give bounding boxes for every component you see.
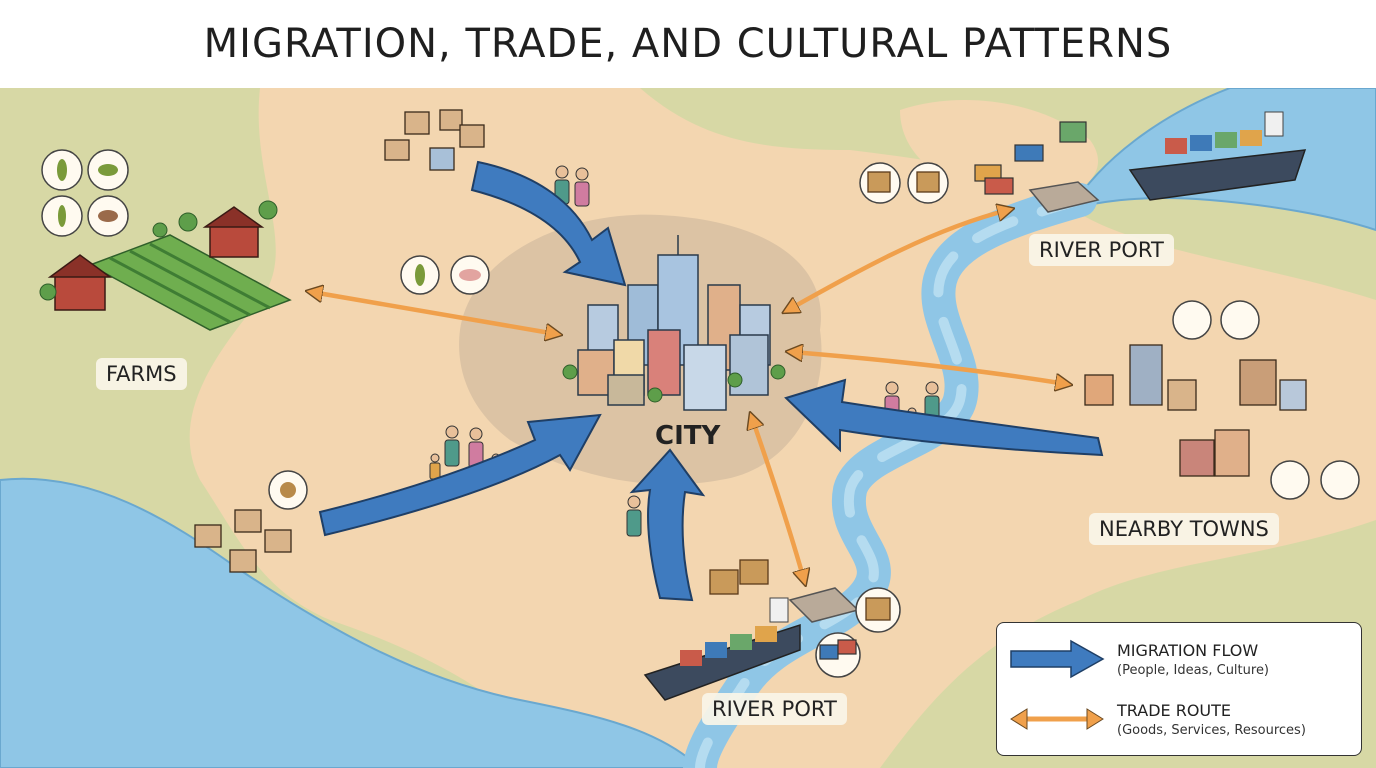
tree-cluster-icon [39, 200, 278, 301]
trade-route-port-bottom [752, 418, 804, 580]
legend-migration-title: MIGRATION FLOW [1117, 640, 1259, 660]
legend-trade: TRADE ROUTE (Goods, Services, Resources) [1009, 699, 1306, 739]
city-trees-icon [562, 364, 786, 403]
sea-bottom-left [0, 477, 702, 768]
trade-route-port-top [788, 210, 1008, 310]
nearby-towns-label: NEARBY TOWNS [1089, 513, 1279, 545]
title-bar: MIGRATION, TRADE, AND CULTURAL PATTERNS [0, 0, 1376, 88]
trade-route-towns [792, 352, 1066, 384]
towns-resource-icons [1172, 300, 1360, 500]
river-port-bottom-label: RIVER PORT [702, 693, 847, 725]
farm-fields-icon [88, 234, 292, 331]
legend-trade-title: TRADE ROUTE [1117, 700, 1232, 720]
crates-icon [709, 171, 940, 621]
page-title: MIGRATION, TRADE, AND CULTURAL PATTERNS [203, 21, 1173, 67]
port-dock-top [1028, 181, 1100, 213]
cargo-ship-bottom-icon [643, 597, 801, 701]
migration-arrow-south [629, 448, 706, 602]
legend-trade-sub: (Goods, Services, Resources) [1117, 722, 1306, 738]
towns-buildings-icon [1084, 344, 1307, 477]
legend-migration: MIGRATION FLOW (People, Ideas, Culture) [1009, 637, 1269, 681]
containers-icon [819, 121, 1087, 660]
village-north-icon [384, 109, 485, 171]
legend-migration-sub: (People, Ideas, Culture) [1117, 662, 1270, 678]
map-illustration [0, 88, 1376, 768]
farm-resource-marks [57, 159, 481, 498]
trade-arrow-icon [1010, 708, 1104, 730]
city-label: CITY [655, 421, 721, 451]
barn-right-icon [202, 206, 265, 258]
sand-region-east [900, 100, 1099, 202]
village-southwest-icon [194, 509, 292, 573]
city-skyline-icon [577, 235, 771, 411]
migration-arrow-west [318, 413, 602, 537]
trade-route-farms [312, 292, 556, 334]
farms-label: FARMS [96, 358, 187, 390]
migration-arrow-north [470, 160, 627, 287]
barn-left-icon [47, 254, 113, 311]
migration-arrow-icon [1010, 639, 1105, 679]
river-port-top-label: RIVER PORT [1029, 234, 1174, 266]
cargo-ship-top-icon [1128, 111, 1307, 201]
legend: MIGRATION FLOW (People, Ideas, Culture) … [996, 622, 1362, 756]
